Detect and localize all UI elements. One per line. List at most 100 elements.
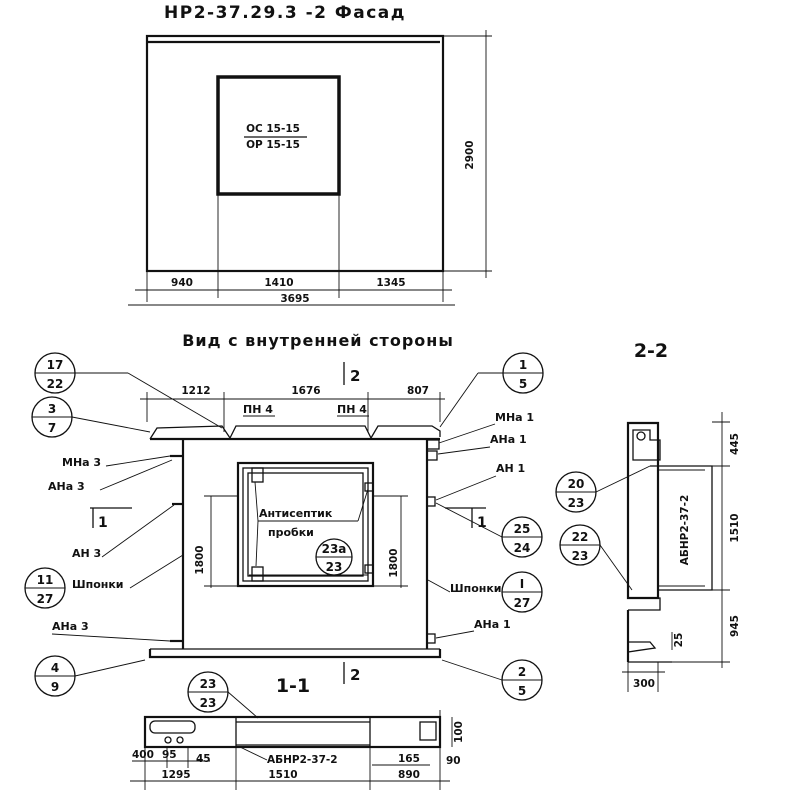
bubble-25-24-leader: [435, 502, 503, 538]
section-1-1-dim-90: 90: [446, 755, 461, 767]
section-2-2-bottom-profile: [627, 641, 657, 653]
height-right: 1800: [388, 548, 400, 577]
facade-window-mark-bottom: ОР 15-15: [246, 139, 300, 151]
bubble-25-24: 25 24: [435, 502, 543, 558]
plug-bottom-right: [364, 564, 374, 574]
an1-fitting: [426, 496, 436, 507]
antiseptic-label-1: Антисептик: [259, 507, 333, 520]
bubble-I-27-top: I: [520, 577, 524, 591]
section-1-1-dim-165: 165: [398, 753, 420, 765]
label-an1: АН 1: [496, 462, 525, 475]
bubble-22-23-bottom: 23: [572, 549, 589, 563]
section-2-2-title: 2-2: [634, 340, 668, 362]
section-2-2-block: [650, 465, 713, 591]
bubble-20-23-top: 20: [568, 477, 585, 491]
label-shponki-left: Шпонки: [72, 578, 124, 591]
plug-top-left: [251, 467, 264, 483]
leader-ana3-top: [99, 459, 173, 491]
bubble-2-5: 2 5: [441, 659, 543, 701]
section-1-1-bottom-dim-3: 890: [398, 769, 420, 781]
section-mark-top: 2: [350, 367, 360, 385]
leader-mna1: [438, 423, 496, 444]
bubble-20-23: 20 23: [555, 465, 651, 513]
bubble-1-5-bottom: 5: [519, 377, 527, 391]
label-mna3: МНа 3: [62, 456, 101, 469]
inner-view: Вид с внутренней стороны 2 2 1212 1676 8…: [24, 331, 544, 701]
antiseptic-leader-3: [357, 488, 369, 522]
bubble-2-5-bottom: 5: [518, 684, 526, 698]
section-1-1-right-profile: [419, 721, 437, 741]
section-2-2-dim-3: 945: [729, 615, 741, 637]
pn-label-left: ПН 4: [243, 403, 273, 416]
antiseptic-label-2: пробки: [268, 526, 314, 539]
facade-dim-3: 1345: [376, 277, 405, 289]
bubble-23-23-bottom: 23: [200, 696, 217, 710]
ana1-fitting-bottom: [426, 633, 436, 644]
section-2-2-top-bolt: [636, 431, 646, 441]
bubble-22-23: 22 23: [559, 524, 633, 591]
section-1-1: 1-1 23 23 АБНР2-37-2 400 95 45 165 90: [130, 671, 465, 790]
bubble-3-7-leader: [71, 416, 151, 433]
bubble-23-23-leader: [227, 691, 259, 719]
bubble-23-23-top: 23: [200, 677, 217, 691]
bubble-11-27-bottom: 27: [37, 592, 54, 606]
section-1-1-dim-400: 400: [132, 749, 154, 761]
section-2-2-bottom-step: [628, 597, 661, 611]
section-2-2-top-profile: [632, 429, 661, 461]
section-2-2-dim-2: 1510: [729, 513, 741, 542]
bubble-17-22: 17 22: [34, 352, 223, 429]
height-left: 1800: [194, 545, 206, 574]
facade-height-value: 2900: [464, 140, 476, 169]
bubble-22-23-top: 22: [572, 530, 589, 544]
bubble-17-22-bottom: 22: [47, 377, 64, 391]
section-2-2-width: 300: [633, 678, 655, 690]
panel-top-rib: [149, 425, 441, 440]
antiseptic-leader-1: [254, 481, 259, 522]
facade-dim-1: 940: [171, 277, 193, 289]
section-mark-bottom: 2: [350, 666, 360, 684]
leader-shponki-left: [129, 554, 184, 589]
mna1-fitting: [426, 439, 440, 450]
inner-window-outer: [236, 461, 375, 588]
bubble-20-23-bottom: 23: [568, 496, 585, 510]
plug-bottom-left: [251, 566, 264, 582]
section-1-1-body: [143, 715, 442, 749]
bubble-2-5-leader: [441, 659, 503, 681]
bubble-4-9: 4 9: [34, 655, 146, 697]
section-2-2-dim-1: 445: [729, 433, 741, 455]
antiseptic-leader-2: [255, 520, 259, 567]
bubble-20-23-leader: [595, 465, 651, 493]
panel-bottom-rib: [148, 649, 442, 659]
bubble-25-24-top: 25: [514, 522, 531, 536]
leader-ana1-top: [437, 446, 491, 455]
section-2-2-small-dim: 25: [673, 633, 685, 648]
section-1-1-dim-45: 45: [196, 753, 211, 765]
label-ana1-top: АНа 1: [490, 433, 527, 446]
label-ana1-bottom: АНа 1: [474, 618, 511, 631]
leader-shponki-right: [427, 579, 451, 593]
section-1-1-label-leader: [239, 746, 268, 761]
bubble-1-5-leader: [439, 372, 479, 428]
section-1-1-left-chamber: [149, 720, 196, 734]
bubble-25-24-bottom: 24: [514, 541, 531, 555]
leader-mna3: [105, 455, 171, 467]
label-ana3-bottom: АНа 3: [52, 620, 89, 633]
facade-window-opening: [216, 75, 341, 196]
bubble-3-7-top: 3: [48, 402, 56, 416]
section-1-1-title: 1-1: [276, 675, 310, 697]
bubble-11-27: 11 27: [24, 567, 66, 609]
bubble-2-5-top: 2: [518, 665, 526, 679]
section-1-1-bottom-dim-2: 1510: [268, 769, 297, 781]
section-1-1-bottom-dim-1: 1295: [161, 769, 190, 781]
bubble-17-22-leader: [127, 372, 223, 429]
facade-window-mark-top: ОС 15-15: [246, 123, 300, 135]
leader-an1: [435, 475, 497, 501]
cut-mark-left: 1: [98, 515, 108, 531]
bubble-23a: 23а 23: [315, 538, 353, 576]
leader-an3: [101, 504, 175, 558]
bubble-1-5-top: 1: [519, 358, 527, 372]
inner-window-inner: [247, 472, 364, 577]
bubble-17-22-top: 17: [47, 358, 64, 372]
bubble-4-9-bottom: 9: [51, 680, 59, 694]
